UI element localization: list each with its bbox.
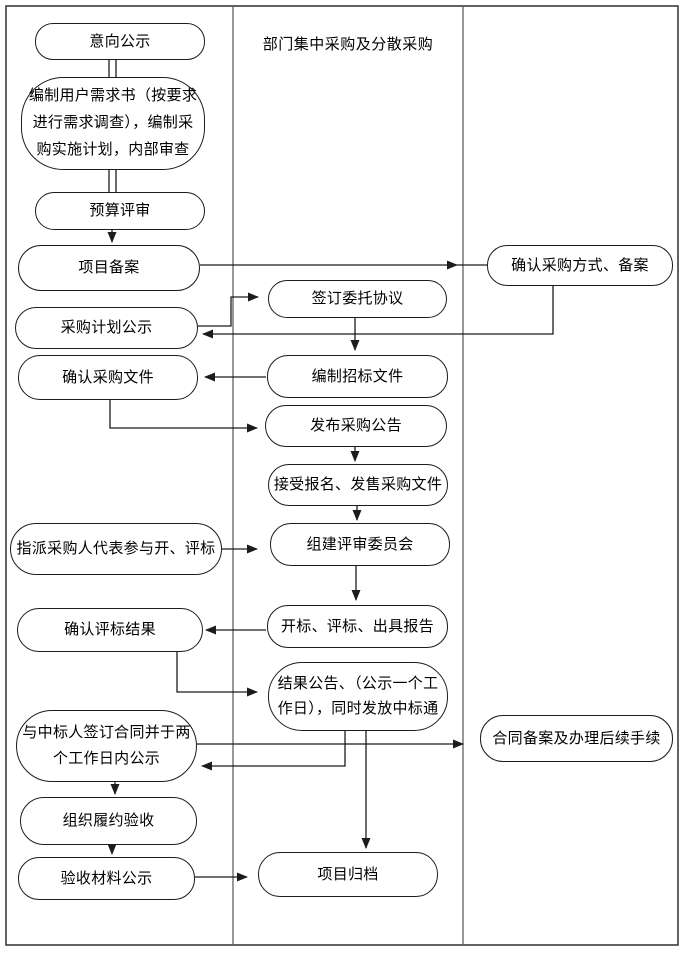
node-confirm-procurement-documents: 确认采购文件 xyxy=(18,355,198,400)
node-result-announcement: 结果公告、（公示一个工作日），同时发放中标通 xyxy=(268,662,448,731)
node-project-filing: 项目备案 xyxy=(18,245,200,291)
node-publish-procurement-announcement: 发布采购公告 xyxy=(265,405,447,447)
node-form-evaluation-committee: 组建评审委员会 xyxy=(270,523,450,566)
node-prepare-bidding-documents: 编制招标文件 xyxy=(267,355,448,398)
node-project-archiving: 项目归档 xyxy=(258,852,438,897)
node-contract-filing-follow-up: 合同备案及办理后续手续 xyxy=(480,715,673,762)
node-bid-opening-evaluation-report: 开标、评标、出具报告 xyxy=(267,605,448,648)
node-procurement-plan-publicity: 采购计划公示 xyxy=(15,307,198,349)
node-budget-review: 预算评审 xyxy=(35,192,205,230)
node-assign-purchaser-representative: 指派采购人代表参与开、评标 xyxy=(10,523,222,575)
edge-confirm-method-to-plan-publicity xyxy=(202,286,554,339)
edge-confirm-result-to-result-announcement xyxy=(176,652,258,697)
node-compile-user-requirements: 编制用户需求书（按要求进行需求调查），编制采购实施计划，内部审查 xyxy=(21,77,205,170)
edge-result-to-sign-contract xyxy=(201,731,346,771)
node-confirm-evaluation-result: 确认评标结果 xyxy=(17,608,203,652)
edge-plan-publicity-to-entrustment xyxy=(198,292,259,327)
lane-header-department-procurement: 部门集中采购及分散采购 xyxy=(262,37,434,53)
node-intent-publicity: 意向公示 xyxy=(35,23,205,60)
node-acceptance-materials-publicity: 验收材料公示 xyxy=(18,857,195,900)
page-border xyxy=(5,5,679,946)
node-organize-performance-acceptance: 组织履约验收 xyxy=(20,797,197,845)
node-accept-registration-sell-documents: 接受报名、发售采购文件 xyxy=(268,464,448,506)
node-sign-entrustment-agreement: 签订委托协议 xyxy=(268,280,447,318)
node-sign-contract-with-winner: 与中标人签订合同并于两个工作日内公示 xyxy=(16,710,197,782)
edge-confirm-docs-to-announcement xyxy=(109,400,258,433)
node-confirm-procurement-method-filing: 确认采购方式、备案 xyxy=(487,245,673,286)
